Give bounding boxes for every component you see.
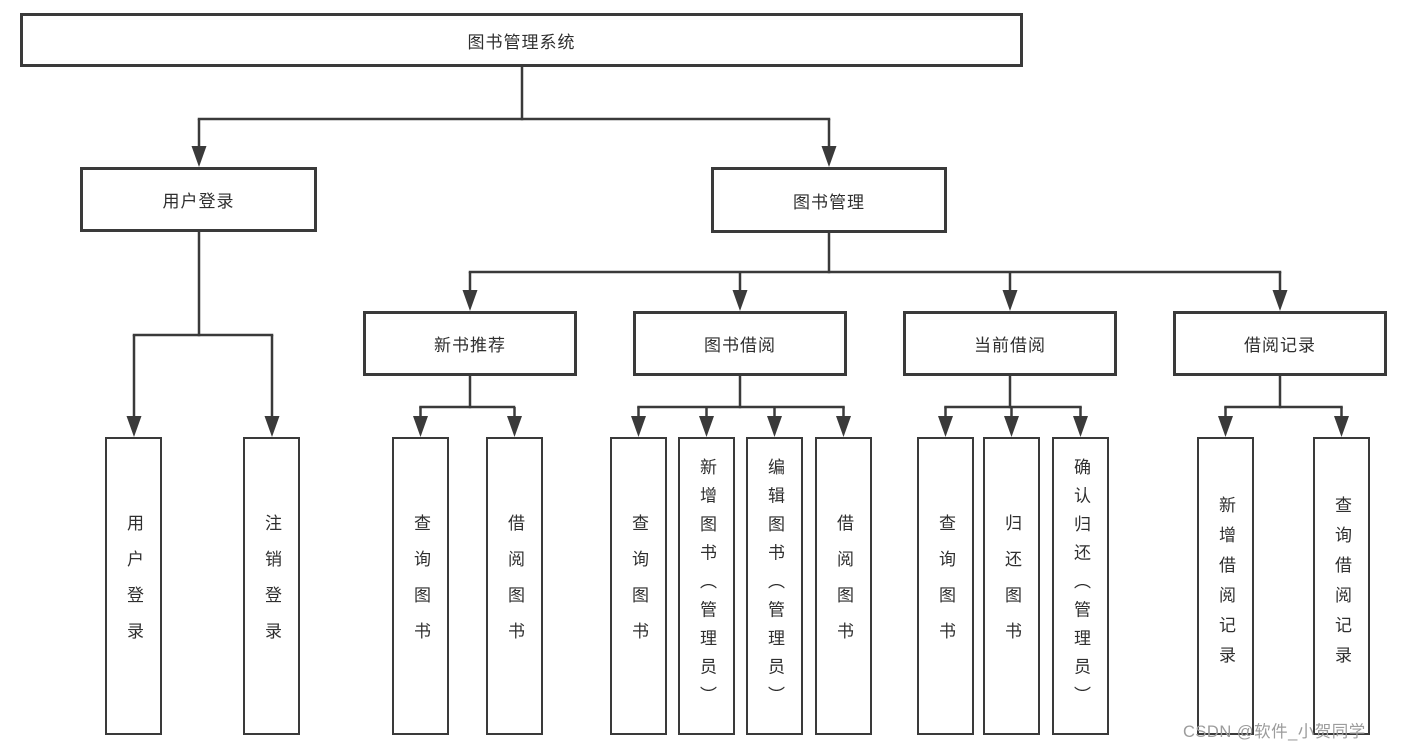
- leaf-logout: 注销登录: [243, 437, 300, 735]
- node-current-borrowing-label: 当前借阅: [974, 336, 1046, 355]
- leaf-query-borrow-record: 查询借阅记录: [1313, 437, 1370, 735]
- node-book-borrowing-label: 图书借阅: [704, 336, 776, 355]
- leaf-query-books-recommend-label: 查询图书: [411, 514, 430, 658]
- node-borrow-records-label: 借阅记录: [1244, 336, 1316, 355]
- node-borrow-records: 借阅记录: [1173, 311, 1387, 376]
- node-user-login-label: 用户登录: [162, 192, 235, 211]
- leaf-add-borrow-record-label: 新增借阅记录: [1216, 496, 1235, 676]
- leaf-return-books: 归还图书: [983, 437, 1040, 735]
- node-book-management-label: 图书管理: [793, 192, 865, 212]
- node-new-book-recommend: 新书推荐: [363, 311, 577, 376]
- leaf-query-books-recommend: 查询图书: [392, 437, 449, 735]
- leaf-query-books-borrow-label: 查询图书: [629, 514, 648, 658]
- leaf-add-books-admin: 新增图书（管理员）: [678, 437, 735, 735]
- node-current-borrowing: 当前借阅: [903, 311, 1117, 376]
- connector-current-to-leaves: [938, 375, 1088, 437]
- connector-history-to-leaves: [1218, 375, 1349, 437]
- node-library-system: 图书管理系统: [20, 13, 1023, 67]
- connector-root-to-level1: [191, 66, 837, 167]
- connector-borrow-to-leaves: [631, 375, 851, 437]
- leaf-borrow-books-recommend: 借阅图书: [486, 437, 543, 735]
- leaf-borrow-books: 借阅图书: [815, 437, 872, 735]
- node-book-borrowing: 图书借阅: [633, 311, 847, 376]
- leaf-borrow-books-recommend-label: 借阅图书: [505, 514, 524, 658]
- leaf-return-books-label: 归还图书: [1002, 514, 1021, 658]
- leaf-add-borrow-record: 新增借阅记录: [1197, 437, 1254, 735]
- node-new-book-recommend-label: 新书推荐: [434, 336, 506, 355]
- leaf-confirm-return-admin-label: 确认归还（管理员）: [1071, 457, 1090, 715]
- leaf-confirm-return-admin: 确认归还（管理员）: [1052, 437, 1109, 735]
- leaf-edit-books-admin: 编辑图书（管理员）: [746, 437, 803, 735]
- node-library-system-label: 图书管理系统: [467, 32, 576, 52]
- leaf-user-login-label: 用户登录: [124, 514, 143, 658]
- csdn-watermark: CSDN @软件_小贺同学: [1183, 723, 1366, 741]
- connector-login-to-leaves: [126, 231, 280, 437]
- leaf-add-books-admin-label: 新增图书（管理员）: [697, 457, 716, 715]
- leaf-query-books-current-label: 查询图书: [936, 514, 955, 658]
- connector-recommend-to-leaves: [413, 375, 522, 437]
- leaf-query-borrow-record-label: 查询借阅记录: [1332, 496, 1351, 676]
- node-book-management: 图书管理: [711, 167, 947, 233]
- leaf-borrow-books-label: 借阅图书: [834, 514, 853, 658]
- connector-mgmt-to-level2: [462, 232, 1288, 311]
- leaf-edit-books-admin-label: 编辑图书（管理员）: [765, 457, 784, 715]
- leaf-query-books-borrow: 查询图书: [610, 437, 667, 735]
- node-user-login: 用户登录: [80, 167, 317, 232]
- leaf-user-login: 用户登录: [105, 437, 162, 735]
- leaf-query-books-current: 查询图书: [917, 437, 974, 735]
- leaf-logout-label: 注销登录: [262, 514, 281, 658]
